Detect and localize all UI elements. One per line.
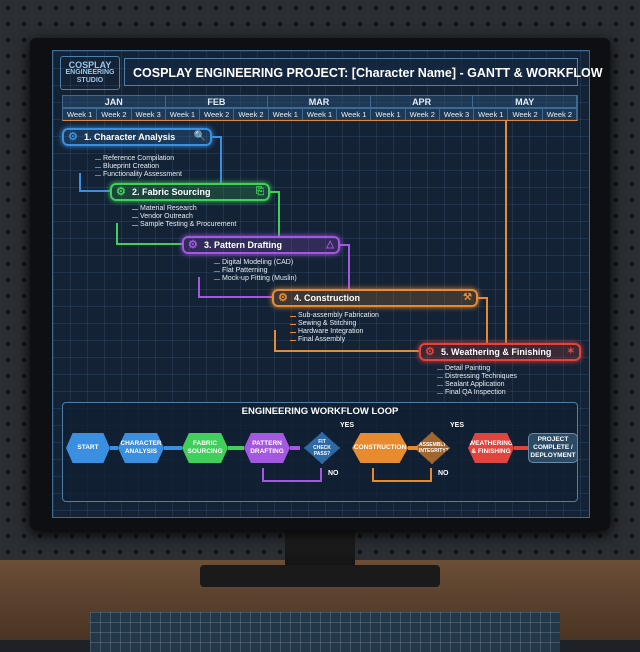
workflow-node[interactable]: FABRIC SOURCING bbox=[182, 433, 228, 463]
week-column-header: Week 1 bbox=[337, 109, 372, 120]
dependency-arrow bbox=[198, 277, 272, 298]
dependency-arrow bbox=[79, 173, 110, 192]
flow-arrow bbox=[408, 446, 418, 450]
dependency-arrow bbox=[116, 223, 182, 245]
subtask-item: Mock-up Fitting (Muslin) bbox=[214, 275, 297, 283]
gear-icon: ⚙ bbox=[68, 131, 78, 143]
workflow-title: ENGINEERING WORKFLOW LOOP bbox=[241, 406, 399, 417]
week-column-header: Week 3 bbox=[132, 109, 166, 120]
flow-arrow bbox=[514, 446, 528, 450]
magnifier-icon: 🔍 bbox=[193, 131, 206, 142]
month-feb: FEB bbox=[166, 96, 269, 107]
task-bar-4[interactable]: ⚙ 4. Construction ⚒ bbox=[272, 289, 478, 307]
flow-arrow bbox=[164, 446, 182, 450]
task-label: 1. Character Analysis bbox=[84, 132, 176, 142]
no-label: NO bbox=[328, 470, 339, 477]
sewing-machine-hammer-icon: ⚒ bbox=[463, 292, 472, 303]
month-jan: JAN bbox=[63, 96, 166, 107]
loop-back-arrow bbox=[372, 468, 432, 482]
week-column-header: Week 2 bbox=[406, 109, 440, 120]
workflow-node[interactable]: PATTERN DRAFTING bbox=[244, 433, 290, 463]
cutting-mat bbox=[90, 612, 560, 652]
today-marker-line bbox=[505, 121, 507, 343]
subtask-item: Final QA Inspection bbox=[437, 389, 517, 397]
subtask-item: Final Assembly bbox=[290, 336, 379, 344]
subtask-item: Sewing & Stitching bbox=[290, 320, 379, 328]
workflow-node[interactable]: CONSTRUCTION bbox=[352, 433, 408, 463]
task-bar-5[interactable]: ⚙ 5. Weathering & Finishing ✶ bbox=[419, 343, 581, 361]
week-column-header: Week 1 bbox=[269, 109, 303, 120]
dependency-arrow bbox=[268, 191, 280, 236]
week-column-header: Week 3 bbox=[440, 109, 475, 120]
task-label: 5. Weathering & Finishing bbox=[441, 347, 552, 357]
subtask-item: Blueprint Creation bbox=[95, 163, 182, 171]
task-bar-1[interactable]: ⚙ 1. Character Analysis 🔍 bbox=[62, 128, 212, 146]
page-title: COSPLAY ENGINEERING PROJECT: [Character … bbox=[124, 58, 603, 86]
drafting-tools-icon: △ bbox=[326, 239, 334, 250]
workflow-node[interactable]: PROJECT COMPLETE / DEPLOYMENT bbox=[528, 433, 578, 463]
month-header: JAN FEB MAR APR MAY bbox=[62, 95, 578, 108]
subtask-item: Sub-assembly Fabrication bbox=[290, 312, 379, 320]
week-column-header: Week 1 bbox=[303, 109, 338, 120]
workflow-node[interactable]: CHARACTER ANALYSIS bbox=[118, 433, 164, 463]
week-column-header: Week 1 bbox=[166, 109, 201, 120]
flow-arrow bbox=[110, 446, 118, 450]
task-label: 3. Pattern Drafting bbox=[204, 240, 283, 250]
subtask-item: Sealant Application bbox=[437, 381, 517, 389]
task-label: 4. Construction bbox=[294, 293, 361, 303]
subtask-item: Functionality Assessment bbox=[95, 171, 182, 179]
subtask-item: Detail Painting bbox=[437, 365, 517, 373]
flow-arrow bbox=[228, 446, 244, 450]
gear-icon: ⚙ bbox=[278, 292, 288, 304]
monitor-base bbox=[200, 565, 440, 587]
month-mar: MAR bbox=[268, 96, 371, 107]
task-bar-2[interactable]: ⚙ 2. Fabric Sourcing ⎘ bbox=[110, 183, 270, 201]
subtask-item: Sample Testing & Procurement bbox=[132, 221, 236, 229]
yes-label: YES bbox=[340, 422, 355, 429]
gear-icon: ⚙ bbox=[188, 239, 198, 251]
subtask-item: Vendor Outreach bbox=[132, 213, 236, 221]
week-column-header: Week 2 bbox=[234, 109, 269, 120]
dependency-arrow bbox=[210, 136, 222, 183]
subtask-item: Reference Compilation bbox=[95, 155, 182, 163]
subtask-item: Distressing Techniques bbox=[437, 373, 517, 381]
yes-label: YES bbox=[450, 422, 465, 429]
no-label: NO bbox=[438, 470, 449, 477]
week-column-header: Week 1 bbox=[474, 109, 509, 120]
week-column-header: Week 2 bbox=[508, 109, 543, 120]
week-column-header: Week 1 bbox=[371, 109, 406, 120]
loop-back-arrow bbox=[262, 468, 322, 482]
week-column-header: Week 1 bbox=[63, 109, 98, 120]
fabric-roll-icon: ⎘ bbox=[256, 186, 264, 197]
week-column-header: Week 2 bbox=[200, 109, 235, 120]
gear-icon: ⚙ bbox=[116, 186, 126, 198]
dependency-arrow bbox=[476, 297, 488, 343]
flow-arrow bbox=[290, 446, 300, 450]
gear-icon: ⚙ bbox=[425, 346, 435, 358]
week-column-header: Week 2 bbox=[97, 109, 132, 120]
task-label: 2. Fabric Sourcing bbox=[132, 187, 211, 197]
dependency-arrow bbox=[274, 330, 419, 352]
subtask-item: Hardware Integration bbox=[290, 328, 379, 336]
week-column-header: Week 2 bbox=[543, 109, 577, 120]
subtask-item: Flat Patterning bbox=[214, 267, 297, 275]
workflow-node[interactable]: START bbox=[66, 433, 110, 463]
task-bar-3[interactable]: ⚙ 3. Pattern Drafting △ bbox=[182, 236, 340, 254]
workflow-node[interactable]: WEATHERING & FINISHING bbox=[468, 433, 514, 463]
spray-brush-icon: ✶ bbox=[566, 346, 575, 357]
subtask-item: Digital Modeling (CAD) bbox=[214, 259, 297, 267]
month-apr: APR bbox=[371, 96, 474, 107]
dependency-arrow bbox=[338, 244, 350, 289]
month-may: MAY bbox=[473, 96, 577, 107]
subtask-item: Material Research bbox=[132, 205, 236, 213]
